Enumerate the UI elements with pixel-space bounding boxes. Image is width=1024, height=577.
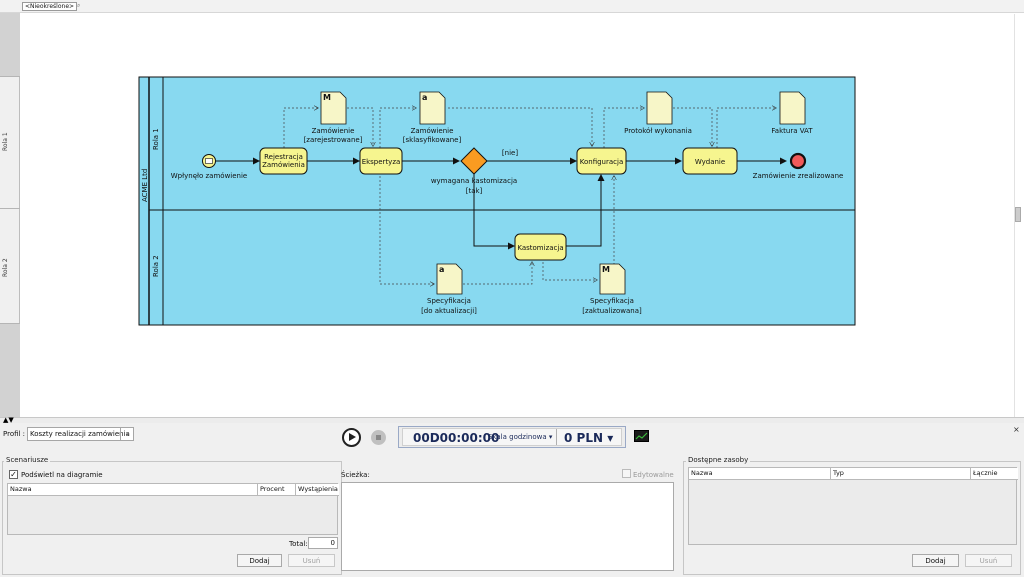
ruler-lane-1[interactable]: Rola 1 bbox=[0, 77, 20, 209]
data-object-M-marker-2: M bbox=[602, 265, 610, 274]
profile-value: Koszty realizacji zamówienia bbox=[30, 430, 130, 438]
resources-title: Dostępne zasoby bbox=[686, 456, 751, 464]
ruler-header bbox=[0, 13, 20, 77]
data-zarejestrowane-label-1: Zamówienie bbox=[312, 127, 355, 135]
task-kastomizacja-label: Kastomizacja bbox=[517, 244, 563, 252]
task-ekspertyza-label: Ekspertyza bbox=[362, 158, 401, 166]
scenario-add-button[interactable]: Dodaj bbox=[237, 554, 282, 567]
end-event[interactable] bbox=[789, 152, 807, 170]
data-spec-do-akt-label-2: [do aktualizacji] bbox=[421, 307, 477, 315]
resource-add-button[interactable]: Dodaj bbox=[912, 554, 959, 567]
time-scale-dropdown[interactable]: Skala godzinowa ▾ bbox=[488, 433, 553, 441]
editable-label: Edytowalne bbox=[633, 471, 674, 479]
gateway-yes-label: [tak] bbox=[466, 187, 483, 195]
scenarios-title: Scenariusze bbox=[4, 456, 51, 464]
total-field: 0 bbox=[308, 537, 338, 549]
resources-group bbox=[683, 461, 1021, 575]
profile-select[interactable] bbox=[27, 427, 134, 441]
resource-remove-button[interactable]: Usuń bbox=[965, 554, 1012, 567]
task-kastomizacja[interactable] bbox=[514, 233, 567, 261]
filter-bar bbox=[0, 0, 1024, 13]
lane-ruler: Rola 1 Rola 2 bbox=[0, 13, 20, 417]
data-sklasyfikowane-label-1: Zamówienie bbox=[411, 127, 454, 135]
data-protokol-label: Protokół wykonania bbox=[624, 127, 692, 135]
total-label: Total: bbox=[289, 540, 308, 548]
gateway-no-label: [nie] bbox=[502, 149, 518, 157]
data-object-M-marker-1: M bbox=[323, 93, 331, 102]
stop-icon bbox=[376, 435, 381, 440]
highlight-checkbox[interactable]: ✓ bbox=[9, 470, 18, 479]
highlight-label: Podświetl na diagramie bbox=[21, 471, 103, 479]
data-object-spec-zaktualizowana[interactable] bbox=[599, 263, 626, 295]
task-ekspertyza[interactable] bbox=[359, 147, 403, 175]
task-wydanie[interactable] bbox=[682, 147, 738, 175]
chart-icon[interactable] bbox=[634, 430, 649, 442]
data-spec-zakt-label-2: [zaktualizowana] bbox=[582, 307, 642, 315]
task-rejestracja-label-1: Rejestracja bbox=[264, 153, 303, 161]
profile-label: Profil : bbox=[3, 430, 26, 438]
envelope-icon bbox=[205, 158, 213, 164]
column-header-typ[interactable]: Typ bbox=[831, 468, 971, 480]
exclusive-gateway[interactable] bbox=[460, 147, 488, 175]
lane-1-label: Rola 1 bbox=[152, 128, 160, 150]
data-spec-zakt-label-1: Specyfikacja bbox=[590, 297, 634, 305]
column-header-procent[interactable]: Procent bbox=[258, 484, 296, 496]
path-label: Ścieżka: bbox=[341, 471, 370, 479]
task-konfiguracja-label: Konfiguracja bbox=[580, 158, 624, 166]
end-event-label: Zamówienie zrealizowane bbox=[753, 172, 844, 180]
column-header-lacznie[interactable]: Łącznie bbox=[971, 468, 1018, 480]
elapsed-time: 00D00:00:00 bbox=[413, 431, 500, 445]
search-icon[interactable]: ⌕ bbox=[77, 2, 81, 9]
panel-splitter[interactable] bbox=[0, 417, 1024, 423]
scenarios-table[interactable]: Nazwa Procent Wystąpienia bbox=[7, 483, 339, 535]
data-object-zamowienie-zarejestrowane[interactable] bbox=[320, 91, 347, 125]
timer-inner bbox=[402, 428, 622, 446]
resources-table[interactable]: Nazwa Typ Łącznie bbox=[688, 467, 1018, 545]
data-spec-do-akt-label-1: Specyfikacja bbox=[427, 297, 471, 305]
pool-name: ACME Ltd bbox=[141, 169, 149, 202]
column-header-wystapienia[interactable]: Wystąpienia bbox=[296, 484, 339, 496]
filter-tag[interactable]: <Nieokreślone> bbox=[22, 2, 78, 11]
data-object-zamowienie-sklasyfikowane[interactable] bbox=[419, 91, 446, 125]
scenario-remove-button[interactable]: Usuń bbox=[288, 554, 335, 567]
collapse-arrows-icon[interactable]: ▲▼ bbox=[3, 416, 14, 424]
gateway-label: wymagana kastomizacja bbox=[431, 177, 517, 185]
pool[interactable] bbox=[138, 76, 856, 326]
scrollbar-thumb[interactable] bbox=[1015, 207, 1021, 222]
path-area[interactable] bbox=[341, 482, 674, 571]
data-object-protokol[interactable] bbox=[646, 91, 673, 125]
data-object-faktura[interactable] bbox=[779, 91, 806, 125]
close-icon[interactable]: × bbox=[1013, 425, 1020, 434]
data-object-spec-do-aktualizacji[interactable] bbox=[436, 263, 463, 295]
column-header-nazwa[interactable]: Nazwa bbox=[8, 484, 258, 496]
editable-checkbox[interactable] bbox=[622, 469, 631, 478]
task-rejestracja-label-2: Zamówienia bbox=[262, 161, 305, 169]
ruler-lane-2[interactable]: Rola 2 bbox=[0, 209, 20, 324]
chevron-down-icon[interactable]: ⌄ bbox=[120, 427, 134, 441]
bpmn-diagram: ACME Ltd Rola 1 Rola 2 Wpłynęło zamówien… bbox=[138, 76, 856, 326]
cost-dropdown[interactable]: 0 PLN ▾ bbox=[564, 431, 614, 445]
task-konfiguracja[interactable] bbox=[576, 147, 627, 175]
data-sklasyfikowane-label-2: [sklasyfikowane] bbox=[403, 136, 462, 144]
data-zarejestrowane-label-2: [zarejestrowane] bbox=[304, 136, 363, 144]
ruler-footer bbox=[0, 324, 20, 417]
data-object-a-marker-2: a bbox=[439, 265, 444, 274]
timer-divider bbox=[556, 429, 557, 445]
lane-2-label: Rola 2 bbox=[152, 255, 160, 277]
task-rejestracja[interactable] bbox=[259, 147, 308, 175]
start-event-label: Wpłynęło zamówienie bbox=[171, 172, 247, 180]
task-wydanie-label: Wydanie bbox=[695, 158, 725, 166]
play-icon bbox=[349, 433, 356, 441]
column-header-nazwa[interactable]: Nazwa bbox=[689, 468, 831, 480]
data-faktura-label: Faktura VAT bbox=[771, 127, 813, 135]
data-object-a-marker-1: a bbox=[422, 93, 427, 102]
